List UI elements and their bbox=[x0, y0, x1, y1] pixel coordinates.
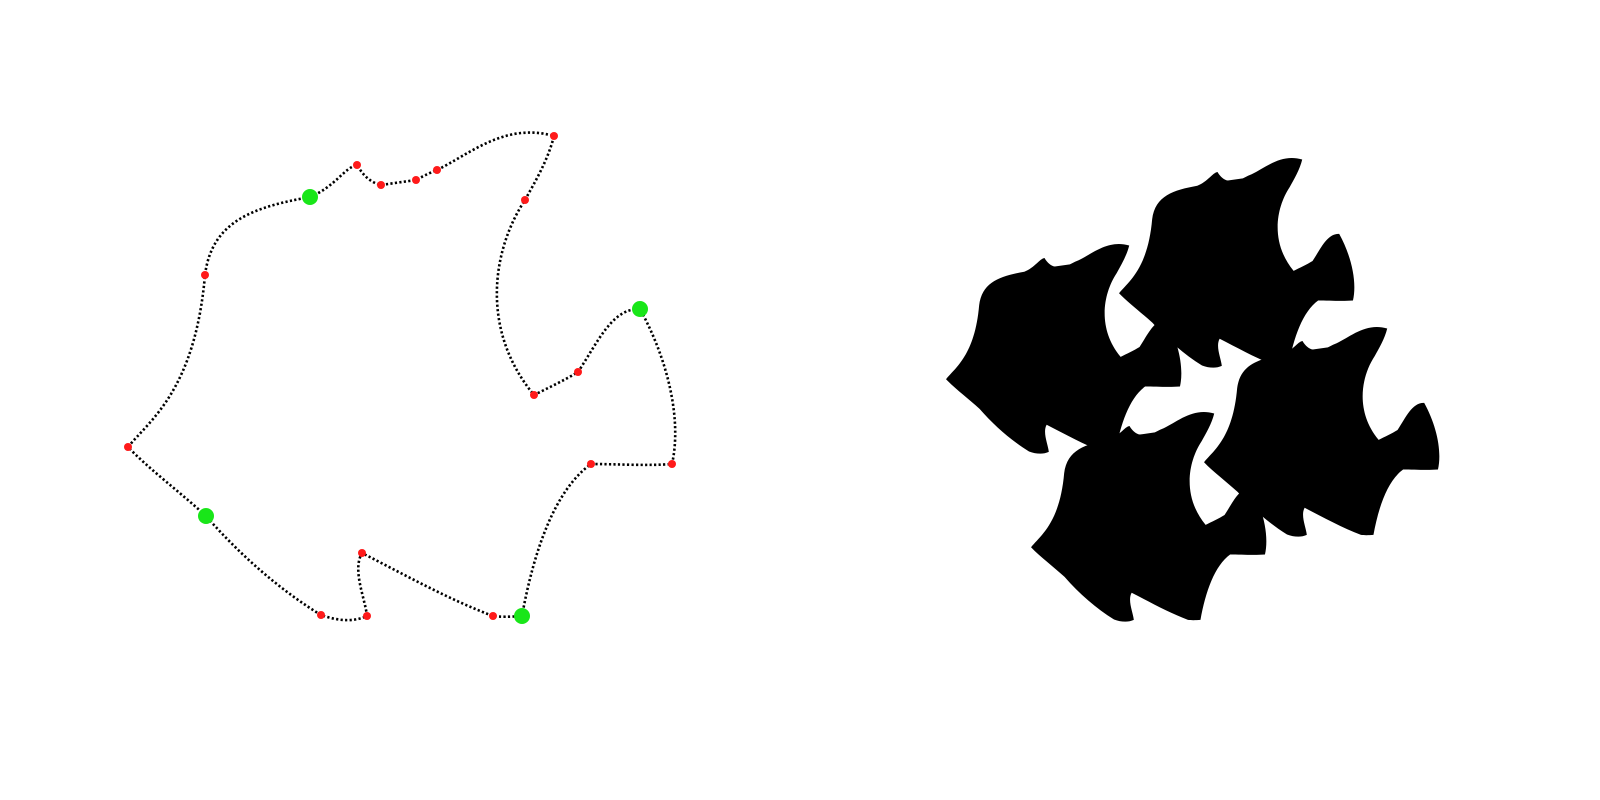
control-point bbox=[412, 176, 420, 184]
control-point bbox=[521, 196, 529, 204]
control-point bbox=[124, 443, 132, 451]
control-point bbox=[363, 612, 371, 620]
control-point bbox=[201, 271, 209, 279]
control-points bbox=[124, 132, 676, 620]
control-point bbox=[433, 166, 441, 174]
anchor-point bbox=[632, 301, 648, 317]
anchor-point bbox=[514, 608, 530, 624]
control-point bbox=[317, 611, 325, 619]
control-point bbox=[358, 549, 366, 557]
control-point bbox=[377, 181, 385, 189]
anchor-point bbox=[198, 508, 214, 524]
outline-panel bbox=[124, 131, 677, 624]
control-point bbox=[574, 368, 582, 376]
control-point bbox=[668, 460, 676, 468]
control-point bbox=[550, 132, 558, 140]
control-point bbox=[353, 161, 361, 169]
control-point bbox=[530, 391, 538, 399]
anchor-point bbox=[302, 189, 318, 205]
control-point bbox=[587, 460, 595, 468]
control-point bbox=[489, 612, 497, 620]
anchor-points bbox=[198, 189, 648, 624]
